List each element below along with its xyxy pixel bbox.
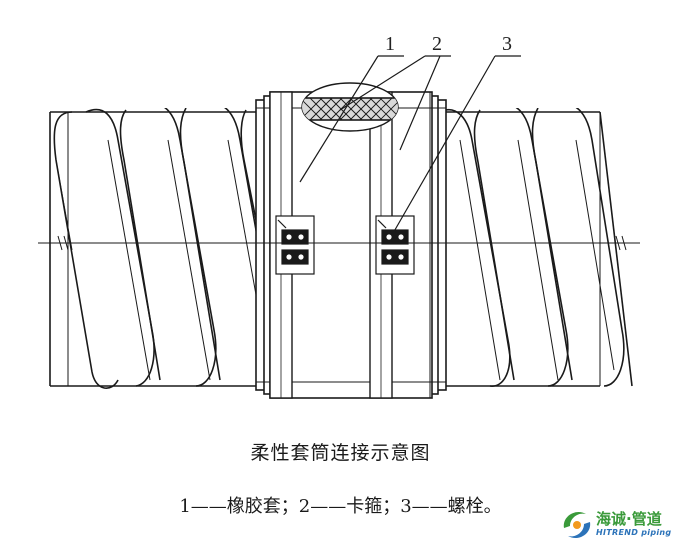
centerline-break-right bbox=[615, 235, 627, 251]
callout-3: 3 bbox=[502, 33, 512, 55]
figure-legend: 1——橡胶套；2——卡箍；3——螺栓。 bbox=[179, 496, 502, 517]
callout-2: 2 bbox=[432, 33, 442, 55]
figure-title: 柔性套筒连接示意图 bbox=[250, 442, 431, 464]
logo-swirl-icon bbox=[563, 511, 591, 539]
bolt-assembly-left bbox=[275, 215, 315, 275]
logo-tagline: HITREND piping bbox=[596, 528, 672, 537]
cutaway-section bbox=[301, 82, 399, 132]
company-logo: 海诚·管道 HITREND piping bbox=[560, 506, 678, 544]
centerline-break-left bbox=[57, 235, 69, 251]
flexible-sleeve-connection-diagram: 1 2 3 bbox=[38, 33, 640, 399]
right-corrugated-pipe bbox=[425, 108, 633, 387]
leader-lines bbox=[299, 55, 521, 236]
left-corrugated-pipe bbox=[49, 108, 275, 389]
logo-name: 海诚·管道 bbox=[596, 510, 662, 528]
callout-1: 1 bbox=[385, 33, 395, 55]
bolt-assembly-right bbox=[375, 215, 415, 275]
